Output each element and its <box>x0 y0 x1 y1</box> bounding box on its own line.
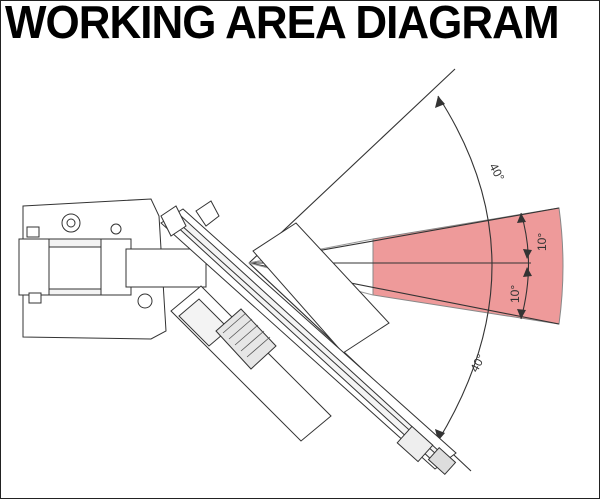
boom-pivot-bracket-2 <box>160 205 187 237</box>
machine-front-block <box>18 238 50 296</box>
hub-circle-mid <box>110 223 122 235</box>
inner-arrow-4 <box>517 309 526 319</box>
inner-arrow-2 <box>523 249 532 259</box>
label-upper-10: 10° <box>535 233 549 251</box>
marker-bottom-left <box>28 292 42 304</box>
inner-arrow-3 <box>523 267 532 277</box>
inner-angle-arc <box>520 212 529 320</box>
arc-arrow-top <box>435 96 445 108</box>
outer-angle-arc <box>437 95 493 442</box>
boom-head <box>396 425 434 463</box>
marker-top-left <box>26 226 40 238</box>
upper-structure <box>252 222 390 354</box>
boom-center-line <box>170 215 447 464</box>
hub-circle-bottom <box>137 293 153 309</box>
diagram-title: WORKING AREA DIAGRAM <box>5 0 560 48</box>
boom-tip <box>427 446 457 476</box>
inner-arrow-1 <box>517 213 526 223</box>
label-lower-40: 40° <box>467 352 488 375</box>
machine-top-view <box>18 198 207 340</box>
hub-circle-left-inner <box>66 218 76 228</box>
label-upper-40: 40° <box>486 161 507 184</box>
boom <box>160 200 457 476</box>
engine-grille <box>215 308 277 370</box>
label-lower-10: 10° <box>508 285 522 303</box>
boom-pivot-bracket <box>195 200 220 227</box>
cab-assembly <box>170 285 332 442</box>
machine-center-block <box>48 246 102 290</box>
grille-lines <box>222 312 271 358</box>
boom-base-connector <box>125 248 207 288</box>
